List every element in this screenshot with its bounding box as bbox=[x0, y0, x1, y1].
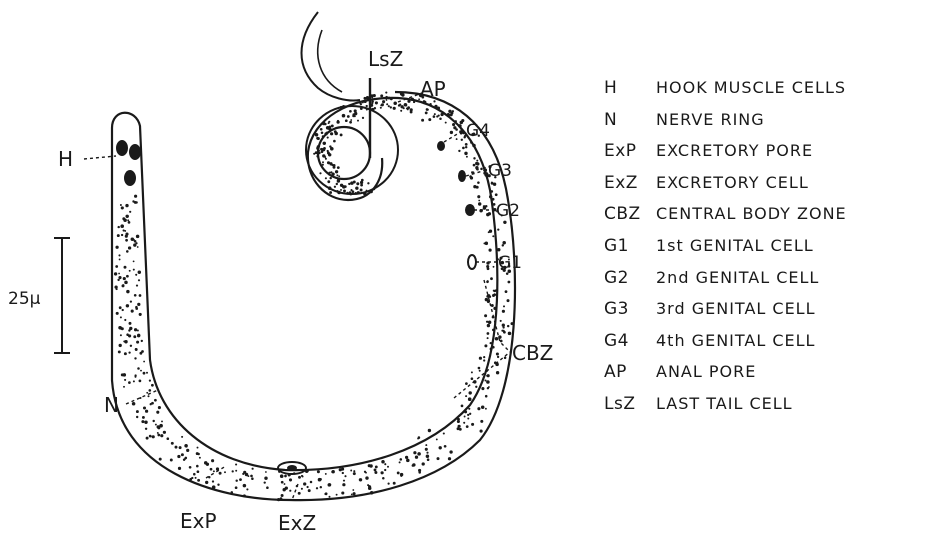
legend-abbr: G2 bbox=[604, 268, 656, 288]
legend-row: G44th GENITAL CELL bbox=[604, 331, 847, 363]
label-g3: G3 bbox=[488, 161, 512, 181]
legend-abbr: H bbox=[604, 78, 656, 98]
hook-muscle-cell bbox=[129, 144, 141, 160]
tail-filament-inner bbox=[318, 30, 342, 92]
n-pointer bbox=[126, 390, 158, 404]
label-scale: 25μ bbox=[8, 289, 41, 309]
legend-desc: ANAL PORE bbox=[656, 362, 756, 381]
genital-cell-1 bbox=[468, 255, 476, 269]
legend-row: LsZLAST TAIL CELL bbox=[604, 394, 847, 426]
excretory-cell-nucleus bbox=[287, 465, 297, 471]
label-ap: AP bbox=[420, 77, 446, 101]
legend-desc: NERVE RING bbox=[656, 110, 765, 129]
label-g2: G2 bbox=[496, 201, 520, 221]
legend-row: HHOOK MUSCLE CELLS bbox=[604, 78, 847, 110]
legend-row: ExZEXCRETORY CELL bbox=[604, 173, 847, 205]
g3-pointer bbox=[466, 170, 486, 176]
label-g4: G4 bbox=[466, 121, 490, 141]
label-g1: G1 bbox=[498, 253, 522, 273]
label-exp: ExP bbox=[180, 509, 217, 533]
exz-pointer bbox=[292, 484, 298, 500]
legend-desc: 4th GENITAL CELL bbox=[656, 331, 815, 350]
genital-cell-2 bbox=[465, 204, 475, 216]
tail-coil-outer bbox=[306, 106, 398, 194]
legend-row: G11st GENITAL CELL bbox=[604, 236, 847, 268]
legend-row: ExPEXCRETORY PORE bbox=[604, 141, 847, 173]
legend-abbr: ExZ bbox=[604, 173, 656, 193]
legend-row: APANAL PORE bbox=[604, 362, 847, 394]
legend-desc: EXCRETORY CELL bbox=[656, 173, 809, 192]
label-exz: ExZ bbox=[278, 511, 316, 535]
legend-desc: LAST TAIL CELL bbox=[656, 394, 793, 413]
legend-abbr: G1 bbox=[604, 236, 656, 256]
label-cbz: CBZ bbox=[512, 341, 553, 365]
label-n: N bbox=[104, 393, 119, 417]
tail-filament bbox=[302, 12, 361, 101]
legend-desc: EXCRETORY PORE bbox=[656, 141, 813, 160]
legend-desc: 1st GENITAL CELL bbox=[656, 236, 814, 255]
genital-cell-3 bbox=[458, 170, 466, 182]
hook-muscle-cell bbox=[124, 170, 136, 186]
legend-row: CBZCENTRAL BODY ZONE bbox=[604, 204, 847, 236]
legend-abbr: LsZ bbox=[604, 394, 656, 414]
legend-abbr: ExP bbox=[604, 141, 656, 161]
hook-muscle-cell bbox=[116, 140, 128, 156]
legend-abbr: AP bbox=[604, 362, 656, 382]
legend-abbr: G3 bbox=[604, 299, 656, 319]
legend-desc: 2nd GENITAL CELL bbox=[656, 268, 819, 287]
body-outline bbox=[112, 98, 497, 470]
label-h: H bbox=[58, 147, 73, 171]
legend-desc: 3rd GENITAL CELL bbox=[656, 299, 816, 318]
legend-abbr: N bbox=[604, 110, 656, 130]
legend-desc: CENTRAL BODY ZONE bbox=[656, 204, 847, 223]
legend-abbr: G4 bbox=[604, 331, 656, 351]
legend-row: G22nd GENITAL CELL bbox=[604, 268, 847, 300]
genital-cell-4 bbox=[437, 141, 445, 151]
legend-row: G33rd GENITAL CELL bbox=[604, 299, 847, 331]
label-lsz: LsZ bbox=[368, 47, 403, 71]
body-stipple bbox=[114, 92, 514, 502]
legend-abbr: CBZ bbox=[604, 204, 656, 224]
legend-desc: HOOK MUSCLE CELLS bbox=[656, 78, 846, 97]
cbz-pointer bbox=[454, 352, 510, 398]
legend-row: NNERVE RING bbox=[604, 110, 847, 142]
legend: HHOOK MUSCLE CELLSNNERVE RINGExPEXCRETOR… bbox=[604, 78, 847, 426]
